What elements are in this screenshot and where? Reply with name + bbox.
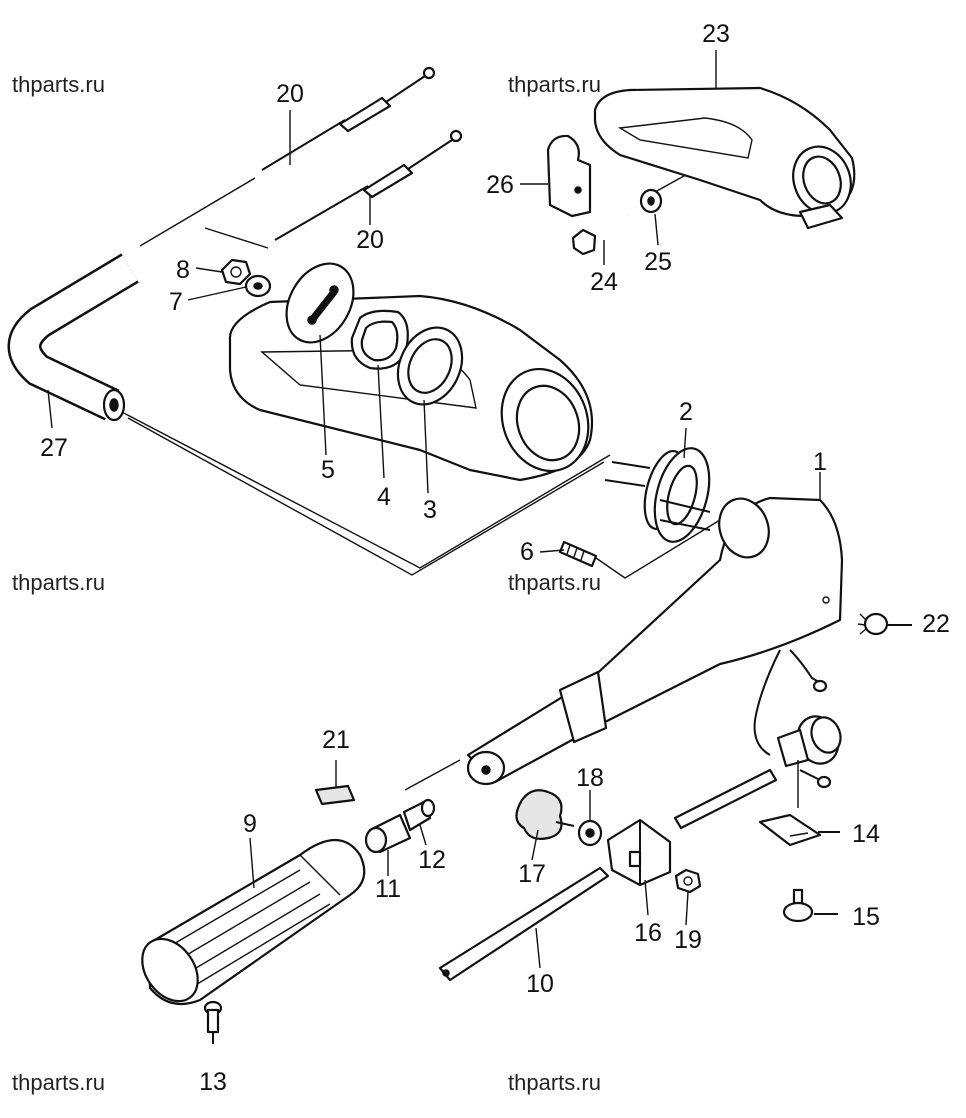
watermark: thparts.ru bbox=[508, 1070, 601, 1095]
callout-21: 21 bbox=[322, 726, 350, 754]
callout-22: 22 bbox=[922, 610, 950, 638]
callout-10: 10 bbox=[526, 970, 554, 998]
part-11-collar bbox=[364, 813, 412, 854]
part-24-bolt bbox=[571, 212, 630, 256]
part-23-bracket bbox=[593, 86, 856, 230]
throttle-shaft-assembly bbox=[673, 649, 842, 830]
part-19-nut bbox=[674, 868, 702, 894]
callout-3: 3 bbox=[423, 496, 437, 524]
part-21-decal bbox=[314, 784, 356, 806]
part-25-washer bbox=[639, 188, 663, 214]
part-15-screw bbox=[782, 888, 838, 923]
callout-14: 14 bbox=[852, 820, 880, 848]
callout-8: 8 bbox=[176, 256, 190, 284]
part-16-block bbox=[606, 818, 672, 887]
part-5-plate bbox=[285, 262, 355, 344]
part-22-plug bbox=[857, 612, 912, 636]
part-7-washer bbox=[244, 274, 272, 298]
callout-18: 18 bbox=[576, 764, 604, 792]
callout-26: 26 bbox=[486, 171, 514, 199]
callout-6: 6 bbox=[520, 538, 534, 566]
callout-2: 2 bbox=[679, 398, 693, 426]
part-9-throttle-grip bbox=[141, 839, 366, 1006]
callout-25: 25 bbox=[644, 248, 672, 276]
callout-24: 24 bbox=[590, 268, 618, 296]
callout-5: 5 bbox=[321, 456, 335, 484]
part-13-screw bbox=[203, 1000, 223, 1044]
callout-7: 7 bbox=[169, 288, 183, 316]
callout-20-bottom: 20 bbox=[356, 226, 384, 254]
leader-lines bbox=[47, 50, 821, 969]
callout-11: 11 bbox=[375, 875, 401, 903]
callout-15: 15 bbox=[852, 903, 880, 931]
part-27-hose bbox=[7, 253, 139, 422]
part-26-clip bbox=[546, 134, 592, 218]
callout-27: 27 bbox=[40, 434, 68, 462]
watermark: thparts.ru bbox=[508, 570, 601, 595]
part-10-rod bbox=[438, 866, 610, 982]
part-3-seal bbox=[396, 326, 464, 406]
part-20-throttle-cables bbox=[261, 66, 463, 241]
callout-9: 9 bbox=[243, 810, 257, 838]
part-12-bushing bbox=[402, 798, 436, 832]
watermark: thparts.ru bbox=[508, 72, 601, 97]
part-17-knob bbox=[515, 789, 575, 840]
watermark: thparts.ru bbox=[12, 1070, 105, 1095]
callout-19: 19 bbox=[674, 926, 702, 954]
callout-23: 23 bbox=[702, 20, 730, 48]
part-8-nut bbox=[220, 258, 252, 286]
callout-20-top: 20 bbox=[276, 80, 304, 108]
part-6-stud bbox=[558, 540, 598, 568]
callout-4: 4 bbox=[377, 483, 391, 511]
callout-1: 1 bbox=[813, 448, 827, 476]
part-14-plate bbox=[758, 813, 840, 847]
callout-17: 17 bbox=[518, 860, 546, 888]
callout-16: 16 bbox=[634, 919, 662, 947]
watermark: thparts.ru bbox=[12, 570, 105, 595]
part-1-tiller-arm bbox=[466, 496, 844, 786]
part-4-gasket bbox=[350, 309, 409, 370]
watermark: thparts.ru bbox=[12, 72, 105, 97]
callout-13: 13 bbox=[199, 1068, 227, 1096]
assembly-guide-lines bbox=[117, 144, 741, 791]
callouts: 1 2 3 4 5 6 7 8 9 10 11 12 13 14 15 16 1… bbox=[40, 20, 950, 1096]
part-2-grommet bbox=[604, 447, 711, 543]
callout-12: 12 bbox=[418, 846, 446, 874]
part-18-washer bbox=[577, 819, 603, 847]
